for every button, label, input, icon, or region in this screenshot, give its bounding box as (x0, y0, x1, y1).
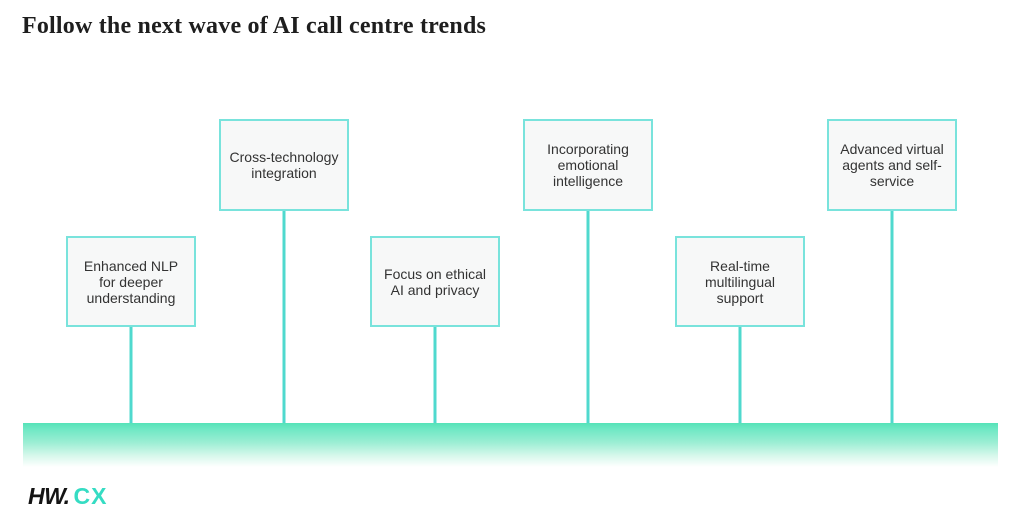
milestone-label: Real-time multilingual support (704, 257, 776, 306)
brand-logo-hw: HW. (28, 483, 70, 509)
milestone-stem (282, 211, 286, 423)
milestone-enhanced-nlp: Enhanced NLP for deeper understanding (66, 236, 196, 423)
milestone-label: Advanced virtual agents and self-service (840, 141, 944, 189)
milestone-card: Cross-technology integration (219, 119, 349, 211)
milestone-stem (586, 211, 590, 423)
milestone-stem (433, 327, 437, 423)
milestone-card: Enhanced NLP for deeper understanding (66, 236, 196, 327)
milestone-stem (129, 327, 133, 423)
milestone-label: Focus on ethical AI and privacy (384, 265, 486, 298)
milestone-card: Advanced virtual agents and self-service (827, 119, 957, 211)
timeline-baseline (23, 423, 998, 467)
milestone-stem (738, 327, 742, 423)
milestone-label: Incorporating emotional intelligence (547, 141, 629, 189)
milestone-virtual-agents: Advanced virtual agents and self-service (827, 119, 957, 423)
milestone-card: Focus on ethical AI and privacy (370, 236, 500, 327)
milestone-label: Cross-technology integration (229, 149, 339, 181)
milestone-ethical-ai: Focus on ethical AI and privacy (370, 236, 500, 423)
milestone-label: Enhanced NLP for deeper understanding (83, 257, 179, 306)
milestone-stem (890, 211, 894, 423)
milestone-cross-technology: Cross-technology integration (219, 119, 349, 423)
milestone-multilingual-support: Real-time multilingual support (675, 236, 805, 423)
brand-logo-cx: CX (73, 483, 108, 509)
brand-logo: HW.CX (28, 484, 107, 508)
page-title: Follow the next wave of AI call centre t… (22, 13, 487, 39)
milestone-emotional-intelligence: Incorporating emotional intelligence (523, 119, 653, 423)
milestone-card: Real-time multilingual support (675, 236, 805, 327)
milestone-card: Incorporating emotional intelligence (523, 119, 653, 211)
